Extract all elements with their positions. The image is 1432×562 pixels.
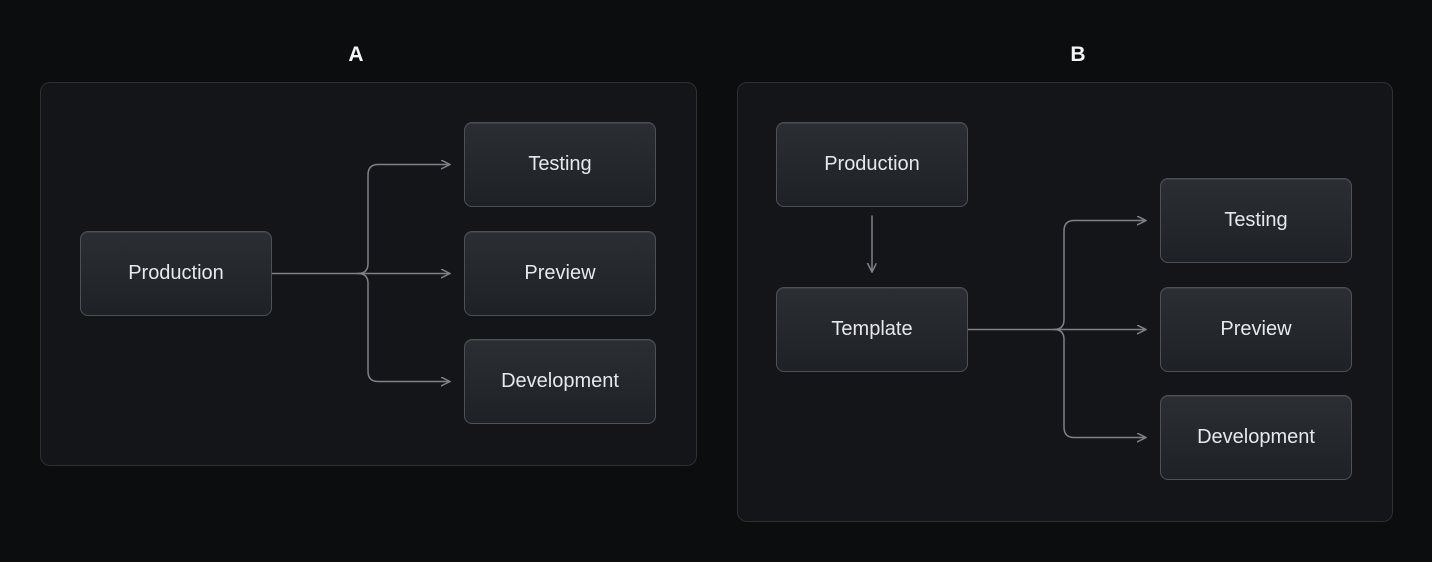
node-a-production: Production bbox=[80, 231, 272, 316]
node-b-template-label: Template bbox=[831, 318, 913, 340]
panel-b-label: B bbox=[1070, 43, 1086, 66]
node-b-production: Production bbox=[776, 122, 968, 207]
panel-a-label: A bbox=[348, 43, 364, 66]
node-b-template: Template bbox=[776, 287, 968, 372]
node-a-development: Development bbox=[464, 339, 656, 424]
node-a-testing-label: Testing bbox=[528, 153, 592, 175]
node-a-production-label: Production bbox=[128, 262, 224, 284]
node-b-preview: Preview bbox=[1160, 287, 1352, 372]
node-b-development: Development bbox=[1160, 395, 1352, 480]
node-b-preview-label: Preview bbox=[1220, 318, 1292, 340]
node-b-testing-label: Testing bbox=[1224, 209, 1288, 231]
node-b-development-label: Development bbox=[1197, 426, 1315, 448]
node-a-development-label: Development bbox=[501, 370, 619, 392]
node-a-preview-label: Preview bbox=[524, 262, 596, 284]
node-a-testing: Testing bbox=[464, 122, 656, 207]
node-b-testing: Testing bbox=[1160, 178, 1352, 263]
node-a-preview: Preview bbox=[464, 231, 656, 316]
node-b-production-label: Production bbox=[824, 153, 920, 175]
